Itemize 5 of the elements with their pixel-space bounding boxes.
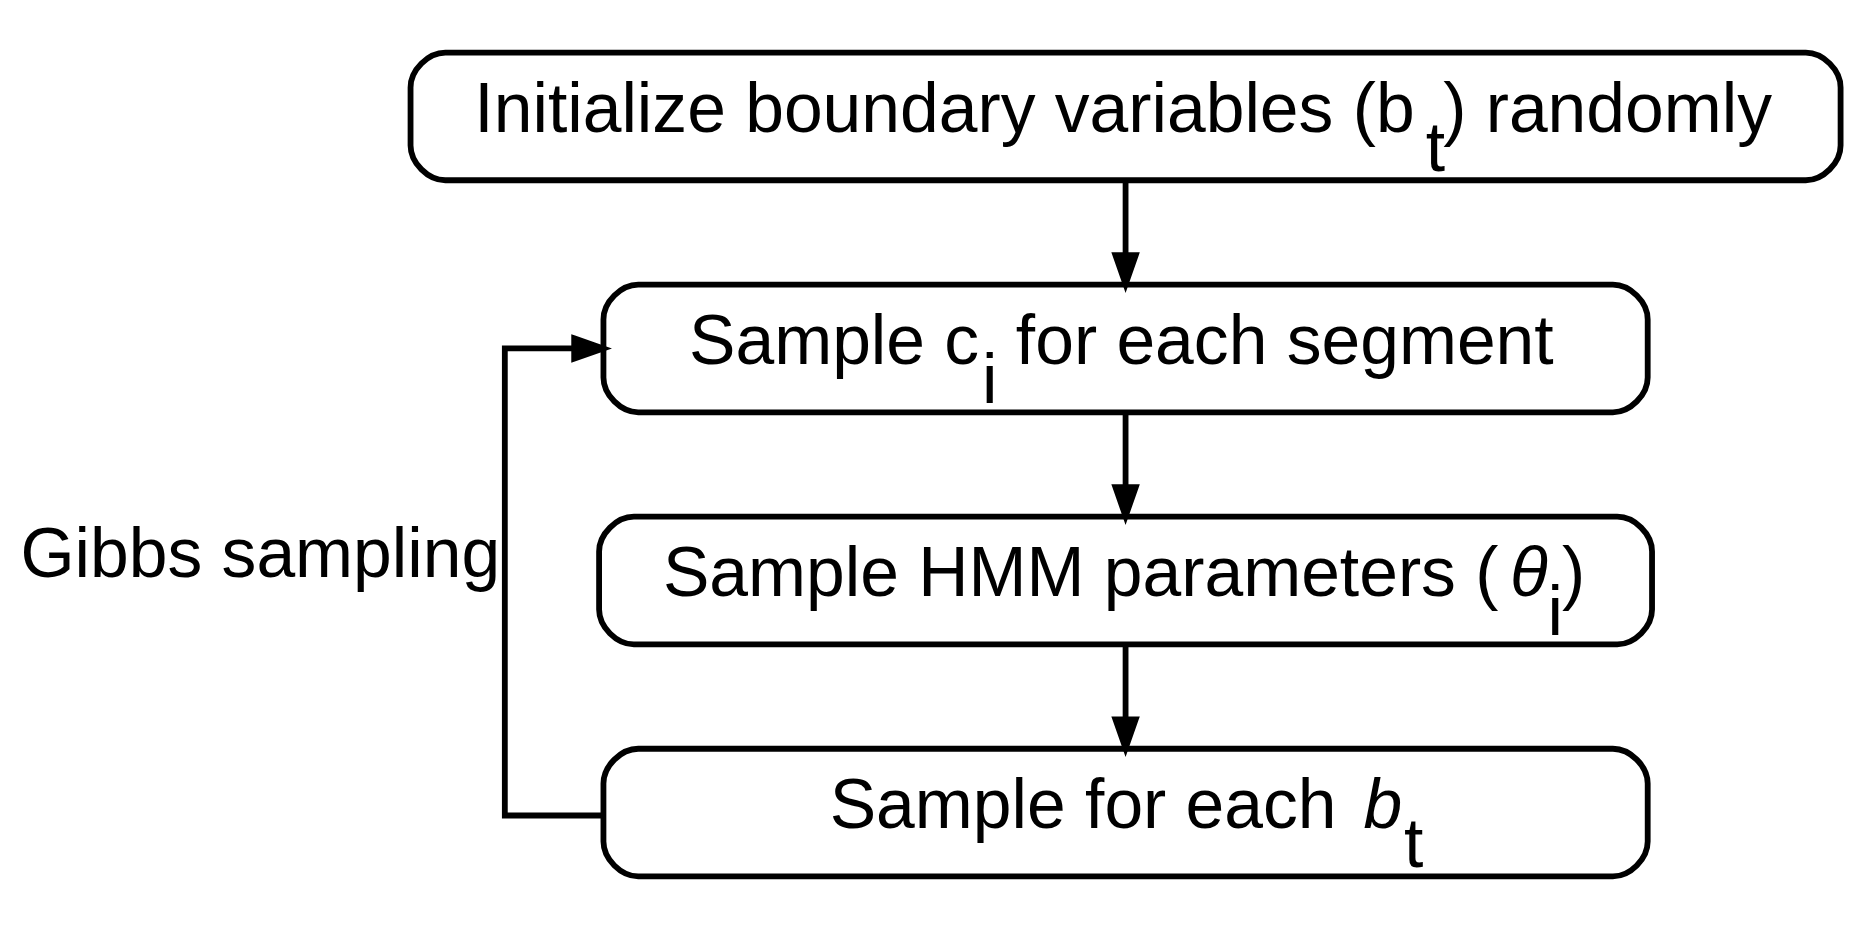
arrow [1111,180,1140,293]
arrow [1111,644,1140,757]
arrow [501,333,612,818]
arrow [1111,412,1140,525]
edge-label: Gibbs sampling [20,513,501,592]
